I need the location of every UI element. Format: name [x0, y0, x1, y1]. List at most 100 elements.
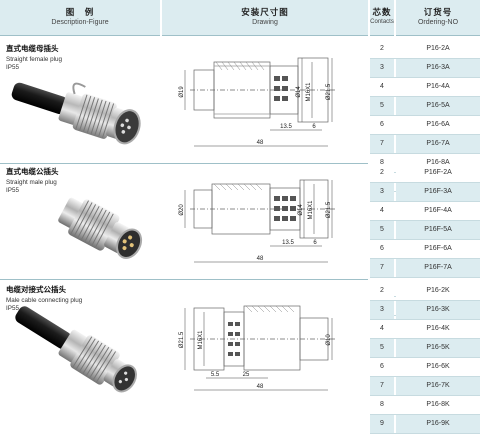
row-divider: [370, 201, 480, 202]
straight-male-plug-photo: [58, 197, 143, 259]
dim-length-total: 48: [257, 384, 264, 390]
contacts-cell: 3: [370, 59, 394, 77]
header-figure-cn: 图 例: [65, 7, 95, 17]
contacts-cell: 4: [370, 202, 394, 220]
row-divider: [370, 153, 480, 154]
ordering-code-cell: P16F-3A: [396, 183, 480, 201]
contacts-cell: 2: [370, 40, 394, 58]
product-rating: IP55: [6, 187, 19, 194]
ordering-code-cell: P16F-7A: [396, 259, 480, 277]
dim-length-total: 48: [257, 256, 264, 262]
dim-diameter-1: Ø21.5: [179, 331, 185, 348]
dim-length-2: 6: [313, 240, 317, 246]
contacts-cell: 3: [370, 301, 394, 319]
dim-thread: M16X1: [306, 82, 312, 102]
male-cable-connecting-plug-drawing: Ø21.5 M16X1 Ø10 5.5 25 48: [179, 305, 335, 391]
header-figure-en: Description-Figure: [51, 19, 109, 26]
contacts-cell: 4: [370, 320, 394, 338]
product-title-cn: 直式电缆母插头: [6, 44, 59, 53]
row-divider: [370, 395, 480, 396]
product-title-cn: 直式电缆公插头: [6, 167, 59, 176]
row-divider: [370, 376, 480, 377]
ordering-code-cell: P16-6K: [396, 358, 480, 376]
row-divider: [370, 115, 480, 116]
dim-thread: M16X1: [308, 200, 314, 220]
ordering-code-cell: P16-2A: [396, 40, 480, 58]
header-ordering-cn: 订货号: [423, 7, 453, 17]
header-drawing-en: Drawing: [252, 19, 278, 26]
contacts-cell: 5: [370, 221, 394, 239]
product-title-en: Straight male plug: [6, 179, 57, 186]
contacts-cell: 8: [370, 396, 394, 414]
product-title-cn: 电缆对接式公插头: [6, 285, 66, 294]
contacts-cell: 3: [370, 183, 394, 201]
header-figure: 图 例 Description-Figure: [0, 0, 160, 36]
row-divider: [370, 220, 480, 221]
product-title-en: Straight female plug: [6, 56, 63, 63]
ordering-code-cell: P16-4A: [396, 78, 480, 96]
dim-thread: M16X1: [198, 330, 204, 350]
ordering-code-cell: P16-7A: [396, 135, 480, 153]
dim-length-1: 13.5: [280, 124, 292, 130]
row-divider: [370, 58, 480, 59]
product-title-en: Male cable connecting plug: [6, 297, 83, 304]
dim-diameter-3: Ø21.5: [326, 201, 332, 218]
contacts-cell: 9: [370, 415, 394, 433]
contacts-cell: 5: [370, 339, 394, 357]
dim-diameter-1: Ø20: [179, 204, 185, 216]
dim-diameter-2: Ø10: [326, 334, 332, 346]
header-contacts-cn: 芯数: [372, 7, 392, 17]
straight-female-plug-photo: [11, 82, 141, 145]
row-divider: [370, 239, 480, 240]
ordering-code-cell: P16-6A: [396, 116, 480, 134]
contacts-cell: 5: [370, 97, 394, 115]
header-ordering: 订货号 Ordering-NO: [396, 0, 480, 36]
ordering-code-cell: P16-3A: [396, 59, 480, 77]
contacts-cell: 2: [370, 164, 394, 182]
contacts-cell: 2: [370, 282, 394, 300]
header-drawing: 安装尺寸图 Drawing: [162, 0, 368, 36]
contacts-cell: 6: [370, 240, 394, 258]
row-divider: [370, 277, 480, 278]
contacts-cell: 7: [370, 259, 394, 277]
dim-length-1: 5.5: [211, 372, 220, 378]
ordering-code-cell: P16-3K: [396, 301, 480, 319]
row-divider: [370, 319, 480, 320]
dim-length-total: 48: [257, 140, 264, 146]
row-divider: [370, 77, 480, 78]
product-rating: IP55: [6, 64, 19, 71]
row-divider: [370, 338, 480, 339]
ordering-code-cell: P16F-5A: [396, 221, 480, 239]
header-contacts: 芯数 Contacts: [370, 0, 394, 36]
contacts-cell: 6: [370, 358, 394, 376]
ordering-code-cell: P16F-4A: [396, 202, 480, 220]
straight-female-plug-drawing: Ø19 Ø14 M16X1 Ø21.5 13.5 6 48: [179, 57, 335, 147]
row-divider: [370, 258, 480, 259]
row-divider: [370, 357, 480, 358]
product-rating: IP55: [6, 305, 19, 312]
row-divider: [370, 96, 480, 97]
ordering-code-cell: P16-5A: [396, 97, 480, 115]
ordering-code-cell: P16-4K: [396, 320, 480, 338]
dim-diameter-3: Ø21.5: [326, 83, 332, 100]
ordering-code-cell: P16-8K: [396, 396, 480, 414]
row-divider: [370, 300, 480, 301]
dim-length-2: 6: [312, 124, 316, 130]
section-divider: [0, 279, 368, 280]
ordering-code-cell: P16-9K: [396, 415, 480, 433]
